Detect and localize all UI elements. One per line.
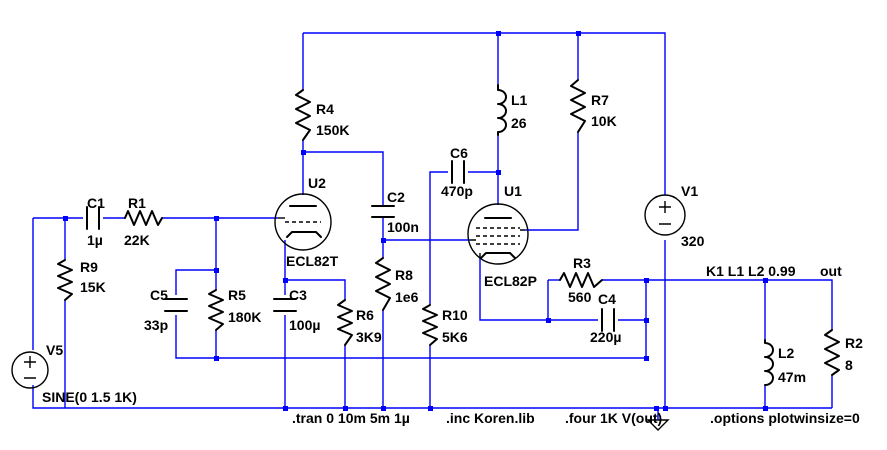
c4-label: C4 bbox=[598, 291, 616, 307]
r5-resistor[interactable] bbox=[208, 289, 224, 331]
r1-label: R1 bbox=[128, 195, 146, 211]
u2-triode[interactable] bbox=[274, 193, 332, 251]
c6-capacitor[interactable] bbox=[451, 160, 465, 184]
tran-directive: .tran 0 10m 5m 1µ bbox=[292, 410, 410, 426]
l1-value: 26 bbox=[511, 115, 527, 131]
l2-value: 47m bbox=[778, 369, 806, 385]
c1-label: C1 bbox=[87, 195, 105, 211]
c1-value: 1µ bbox=[87, 232, 103, 248]
junction-dots bbox=[63, 31, 768, 411]
r2-label: R2 bbox=[845, 335, 863, 351]
r8-label: R8 bbox=[395, 267, 413, 283]
spice-directives: K1 L1 L2 0.99 .tran 0 10m 5m 1µ .inc Kor… bbox=[292, 263, 860, 426]
r2-resistor[interactable] bbox=[824, 329, 840, 376]
r4-label: R4 bbox=[316, 101, 334, 117]
out-net-label: out bbox=[820, 263, 842, 279]
r5-label: R5 bbox=[228, 287, 246, 303]
c3-capacitor[interactable] bbox=[273, 298, 297, 312]
c6-label: C6 bbox=[450, 145, 468, 161]
c3-value: 100µ bbox=[289, 317, 320, 333]
c2-capacitor[interactable] bbox=[371, 205, 395, 218]
v1-source[interactable] bbox=[644, 194, 686, 236]
r5-value: 180K bbox=[228, 309, 261, 325]
r4-resistor[interactable] bbox=[295, 89, 311, 141]
r1-resistor[interactable] bbox=[124, 210, 163, 226]
four-directive: .four 1K V(out) bbox=[565, 410, 662, 426]
r8-value: 1e6 bbox=[395, 289, 419, 305]
component-labels: V5 SINE(0 1.5 1K) C1 1µ R1 22K R9 15K C5… bbox=[42, 92, 863, 405]
c2-label: C2 bbox=[387, 189, 405, 205]
r6-resistor[interactable] bbox=[337, 299, 353, 346]
u1-pentode[interactable] bbox=[467, 203, 529, 265]
l2-inductor[interactable] bbox=[764, 339, 774, 386]
r9-value: 15K bbox=[80, 279, 106, 295]
r9-label: R9 bbox=[80, 259, 98, 275]
u2-value: ECL82T bbox=[286, 253, 339, 269]
r10-label: R10 bbox=[442, 307, 468, 323]
l2-label: L2 bbox=[778, 345, 795, 361]
v5-label: V5 bbox=[46, 342, 63, 358]
v1-label: V1 bbox=[681, 183, 698, 199]
r4-value: 150K bbox=[316, 122, 349, 138]
u1-value: ECL82P bbox=[484, 273, 537, 289]
r3-value: 560 bbox=[568, 289, 592, 305]
v5-value: SINE(0 1.5 1K) bbox=[42, 389, 137, 405]
r10-resistor[interactable] bbox=[422, 304, 438, 346]
r9-resistor[interactable] bbox=[57, 259, 73, 301]
r2-value: 8 bbox=[845, 357, 853, 373]
l1-label: L1 bbox=[511, 92, 528, 108]
r3-label: R3 bbox=[573, 255, 591, 271]
c5-capacitor[interactable] bbox=[164, 298, 188, 312]
u2-label: U2 bbox=[308, 175, 326, 191]
inc-directive: .inc Koren.lib bbox=[446, 410, 535, 426]
c4-value: 220µ bbox=[590, 329, 621, 345]
c4-capacitor[interactable] bbox=[601, 308, 615, 332]
c1-capacitor[interactable] bbox=[86, 206, 100, 230]
wires bbox=[32, 32, 833, 409]
options-directive: .options plotwinsize=0 bbox=[710, 410, 860, 426]
u1-label: U1 bbox=[504, 183, 522, 199]
c6-value: 470p bbox=[441, 183, 473, 199]
r8-resistor[interactable] bbox=[375, 257, 391, 311]
v1-value: 320 bbox=[681, 233, 705, 249]
c5-value: 33p bbox=[144, 317, 168, 333]
r1-value: 22K bbox=[124, 232, 150, 248]
l1-inductor[interactable] bbox=[497, 84, 507, 136]
c5-label: C5 bbox=[150, 287, 168, 303]
r10-value: 5K6 bbox=[442, 329, 468, 345]
r6-label: R6 bbox=[356, 307, 374, 323]
r7-label: R7 bbox=[591, 92, 609, 108]
r6-value: 3K9 bbox=[356, 329, 382, 345]
v5-source[interactable] bbox=[11, 351, 49, 389]
r7-resistor[interactable] bbox=[570, 79, 586, 133]
r3-resistor[interactable] bbox=[559, 272, 603, 288]
coupling-directive: K1 L1 L2 0.99 bbox=[706, 263, 796, 279]
c3-label: C3 bbox=[289, 287, 307, 303]
c2-value: 100n bbox=[387, 219, 419, 235]
r7-value: 10K bbox=[591, 113, 617, 129]
